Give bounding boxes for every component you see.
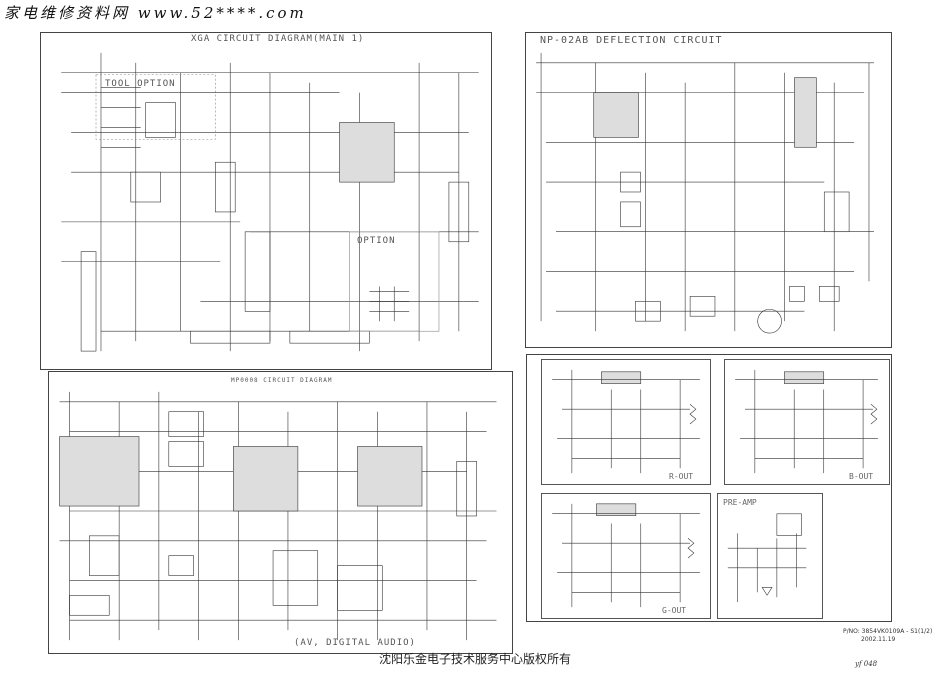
watermark: 家电维修资料网 www.52****.com: [4, 4, 307, 22]
crt-board-panel: R-OUT B-OUT G-OUT: [526, 354, 892, 622]
b-out-section: B-OUT: [724, 359, 890, 485]
g-out-section: G-OUT: [541, 493, 711, 619]
pre-amp-schematic: [727, 513, 807, 603]
mp0008-panel-title: MP0008 CIRCUIT DIAGRAM: [231, 377, 333, 384]
print-date: 2002.11.19: [861, 636, 896, 643]
deflection-circuit-panel: NP-02AB DEFLECTION CIRCUIT: [525, 32, 892, 348]
g-out-label: G-OUT: [662, 606, 687, 615]
part-number: P/NO: 3854VK0109A - S1(1/2): [843, 628, 933, 635]
pre-amp-section: PRE-AMP: [717, 493, 823, 619]
mp0008-bottom-label: (AV, DIGITAL AUDIO): [294, 638, 416, 648]
copyright-line: 沈阳乐金电子技术服务中心版权所有: [378, 652, 571, 666]
option-label: OPTION: [357, 236, 396, 246]
deflection-schematic: [536, 52, 874, 334]
xga-circuit-panel: XGA CIRCUIT DIAGRAM(MAIN 1) TOOL OPTION …: [40, 32, 492, 370]
pre-amp-label: PRE-AMP: [723, 498, 757, 507]
r-out-schematic: [552, 369, 700, 474]
g-out-schematic: [552, 503, 700, 608]
mp0008-circuit-panel: MP0008 CIRCUIT DIAGRAM (AV, DIGITAL AUDI…: [48, 371, 513, 654]
deflection-panel-title: NP-02AB DEFLECTION CIRCUIT: [540, 35, 723, 46]
b-out-schematic: [735, 369, 878, 474]
signature: yf 048: [855, 660, 878, 668]
r-out-label: R-OUT: [669, 472, 694, 481]
footer-info: P/NO: 3854VK0109A - S1(1/2) 2002.11.19: [843, 628, 943, 644]
mp0008-schematic: [59, 391, 497, 641]
xga-schematic: [61, 52, 479, 352]
r-out-section: R-OUT: [541, 359, 711, 485]
xga-panel-title: XGA CIRCUIT DIAGRAM(MAIN 1): [191, 34, 365, 44]
tool-option-label: TOOL OPTION: [105, 79, 176, 89]
b-out-label: B-OUT: [849, 472, 874, 481]
